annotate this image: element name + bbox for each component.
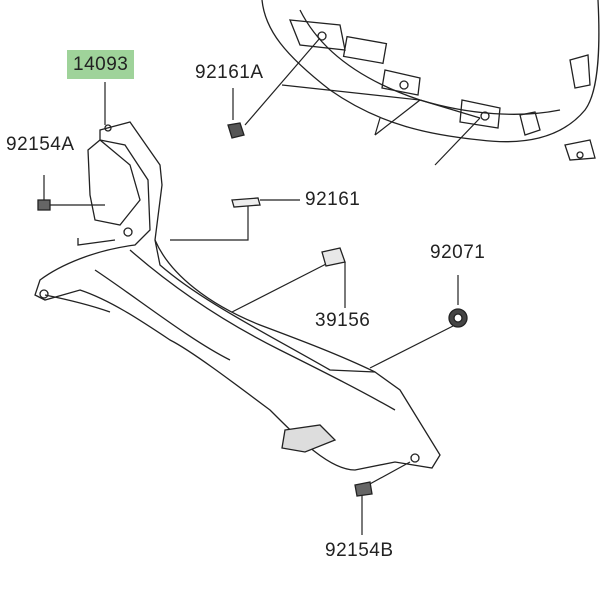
upper-cover-drawing: [261, 0, 600, 161]
part-label-92154B[interactable]: 92154B: [325, 540, 394, 561]
part-label-39156[interactable]: 39156: [315, 310, 371, 331]
part-label-92071[interactable]: 92071: [430, 242, 486, 263]
part-label-92161[interactable]: 92161: [305, 189, 361, 210]
part-label-92154A[interactable]: 92154A: [6, 134, 75, 155]
part-label-14093[interactable]: 14093: [67, 50, 135, 79]
leader-lines: [43, 37, 481, 535]
part-label-92161A[interactable]: 92161A: [195, 62, 264, 83]
small-parts: [37, 122, 468, 497]
cover-part-14093: [34, 121, 441, 471]
